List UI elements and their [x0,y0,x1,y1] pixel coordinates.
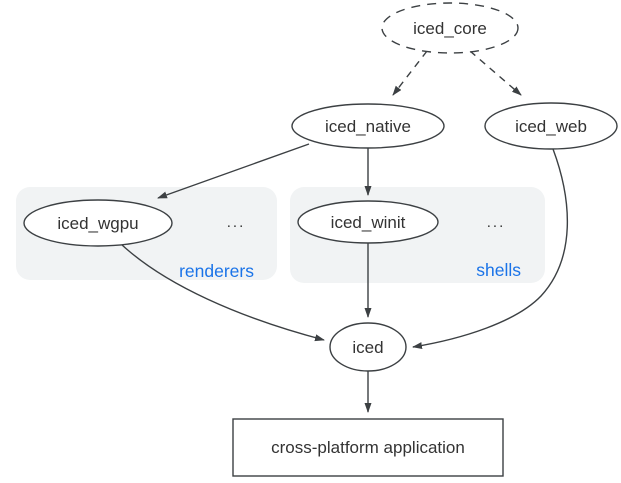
edge-iced-core-to-iced-native [392,50,428,96]
node-iced-native [291,103,445,149]
node-iced-winit [297,200,439,244]
node-iced-core [381,2,519,54]
edge-iced-web-to-iced [412,148,569,350]
node-application [232,418,504,477]
node-iced-native-label: iced_native [325,117,411,136]
node-iced-winit-label: iced_winit [331,213,406,232]
node-iced-web [484,102,618,150]
node-iced [329,322,407,372]
node-application-label: cross-platform application [271,438,465,457]
shells-group-label: shells [476,260,521,280]
edge-iced-native-to-iced-wgpu [157,143,310,199]
renderers-group-label: renderers [179,261,254,281]
edge-iced-core-to-iced-web [469,50,522,96]
renderers-ellipsis: ... [227,214,246,231]
node-iced-wgpu-label: iced_wgpu [57,214,138,233]
node-iced-label: iced [352,338,383,357]
node-iced-wgpu [23,199,173,247]
node-iced-web-label: iced_web [515,117,587,136]
node-iced-core-label: iced_core [413,19,487,38]
edge-iced-wgpu-to-iced [120,243,325,342]
shells-ellipsis: ... [487,214,506,231]
